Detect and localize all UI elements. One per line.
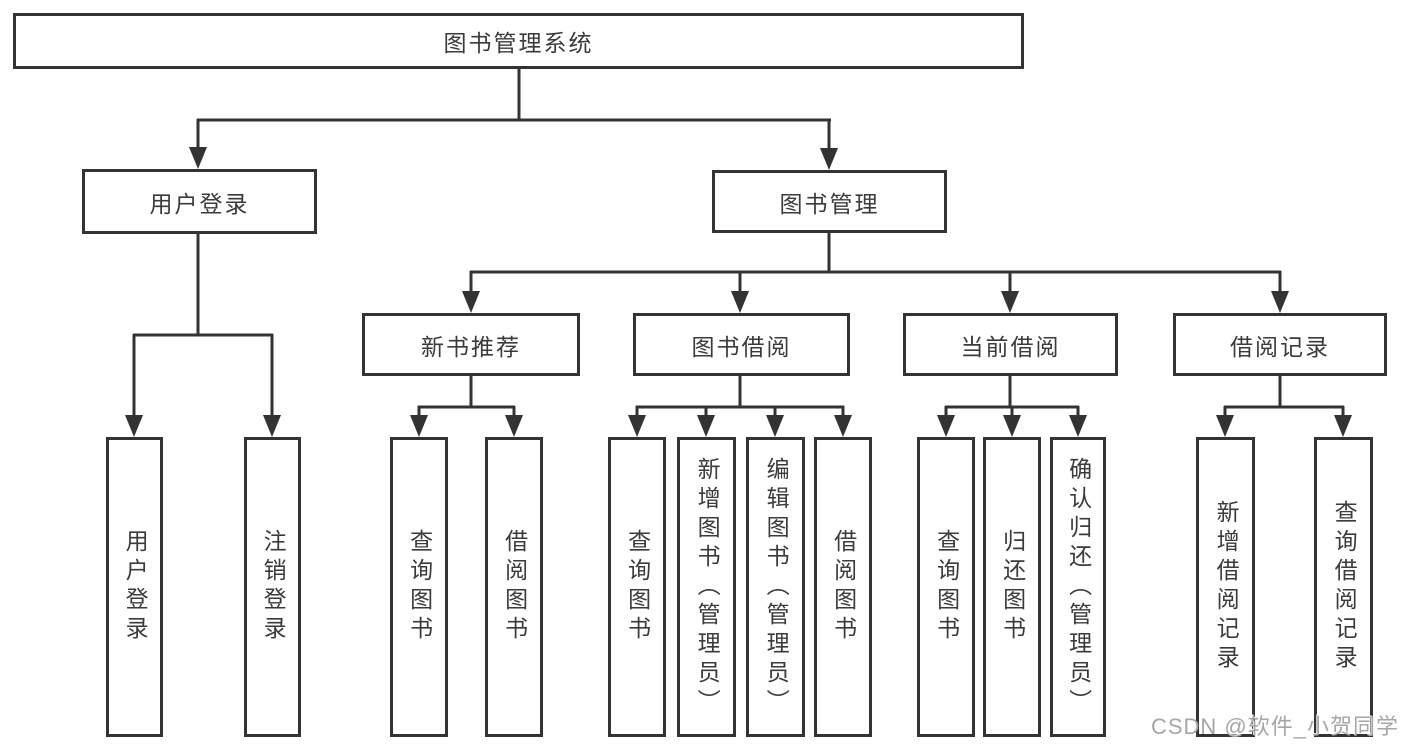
leaf-query-borrow-record: 查询借阅记录 [1314, 437, 1373, 737]
csdn-watermark: CSDN @软件_小贺同学 [1150, 714, 1399, 739]
leaf-borrow-books-recommend-label: 借阅图书 [501, 529, 528, 645]
leaf-edit-book-admin: 编辑图书（管理员） [746, 437, 805, 737]
leaf-query-books-recommend-label: 查询图书 [406, 529, 433, 645]
leaf-edit-book-admin-label: 编辑图书（管理员） [763, 456, 790, 718]
leaf-query-books-recommend: 查询图书 [390, 437, 448, 737]
leaf-add-book-admin: 新增图书（管理员） [677, 437, 736, 737]
connector-borrow-record-group [1223, 375, 1345, 418]
node-book-borrowing: 图书借阅 [633, 313, 850, 376]
node-current-borrowing: 当前借阅 [903, 313, 1118, 376]
node-root-system-label: 图书管理系统 [443, 30, 594, 56]
node-new-book-recommend-label: 新书推荐 [421, 333, 521, 360]
leaf-logout-label: 注销登录 [260, 529, 287, 645]
leaf-add-borrow-record-label: 新增借阅记录 [1213, 500, 1240, 674]
node-user-login-label: 用户登录 [149, 190, 250, 217]
node-book-management-label: 图书管理 [779, 190, 880, 217]
connector-current-borrow-group [944, 375, 1080, 418]
arrow-down-icons [125, 147, 1352, 437]
node-borrowing-records-label: 借阅记录 [1230, 333, 1330, 360]
leaf-query-books-current: 查询图书 [917, 437, 975, 737]
node-root-system: 图书管理系统 [13, 13, 1024, 69]
leaf-confirm-return-admin-label: 确认归还（管理员） [1065, 456, 1092, 718]
leaf-borrow-books-borrowing-label: 借阅图书 [830, 529, 857, 645]
leaf-query-borrow-record-label: 查询借阅记录 [1331, 500, 1358, 674]
node-book-borrowing-label: 图书借阅 [691, 333, 792, 360]
leaf-add-book-admin-label: 新增图书（管理员） [694, 456, 721, 718]
node-book-management: 图书管理 [712, 170, 947, 233]
leaf-query-books-borrowing: 查询图书 [608, 437, 666, 737]
leaf-query-books-current-label: 查询图书 [933, 529, 960, 645]
node-new-book-recommend: 新书推荐 [362, 313, 580, 376]
node-borrowing-records: 借阅记录 [1173, 313, 1387, 376]
connector-root-to-level1 [196, 67, 831, 153]
node-user-login: 用户登录 [82, 169, 317, 234]
leaf-logout: 注销登录 [244, 437, 301, 737]
leaf-user-login-label: 用户登录 [122, 529, 149, 645]
leaf-return-book: 归还图书 [983, 437, 1041, 737]
leaf-borrow-books-borrowing: 借阅图书 [814, 437, 872, 737]
leaf-user-login: 用户登录 [106, 437, 163, 737]
connector-user-login-children [132, 233, 274, 418]
leaf-borrow-books-recommend: 借阅图书 [485, 437, 543, 737]
connector-book-borrow-group [635, 375, 845, 418]
leaf-query-books-borrowing-label: 查询图书 [624, 529, 651, 645]
connector-book-management-children [469, 233, 1282, 294]
connector-new-book-group [417, 375, 516, 418]
leaf-return-book-label: 归还图书 [999, 529, 1026, 645]
node-current-borrowing-label: 当前借阅 [960, 333, 1061, 360]
leaf-confirm-return-admin: 确认归还（管理员） [1050, 437, 1106, 737]
leaf-add-borrow-record: 新增借阅记录 [1196, 437, 1255, 737]
